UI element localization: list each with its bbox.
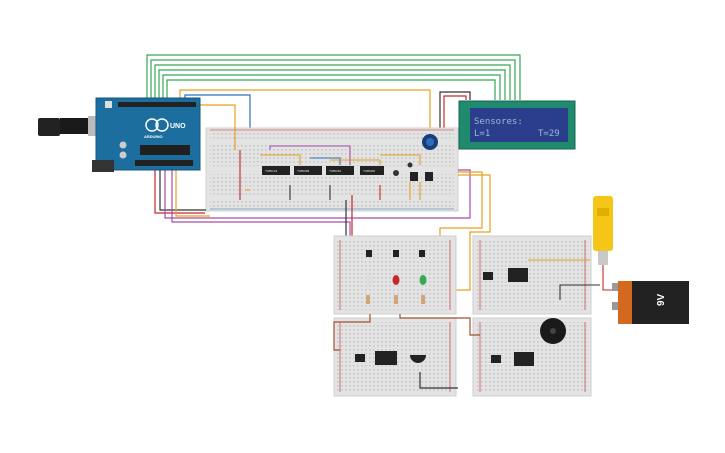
relay [508,268,528,282]
photoresistor-icon [410,355,426,363]
transistor [425,172,433,181]
red-led-icon [392,275,400,285]
battery-9v[interactable]: 9V [612,281,689,324]
lcd-line-1: Sensores: [474,117,523,127]
chip-74hc00 [360,166,384,175]
microcontroller [140,145,190,155]
relay [375,351,397,365]
lcd-line-2-right: T=29 [538,129,560,139]
resistor [366,295,370,304]
transistor [393,250,399,257]
digital-header [118,102,196,107]
arduino-model-label: UNO [170,123,186,130]
arduino-logo-icon [145,118,159,132]
chip-label: 74HC14 [265,169,277,173]
chip-label: 74HC08 [297,169,309,173]
chip-74hc32 [326,166,354,175]
resistor [394,295,398,304]
transistor [483,272,493,280]
sensor [393,170,399,176]
capacitor [119,141,127,149]
chip-label: 74HC00 [363,169,375,173]
transistor [419,250,425,257]
reset-button [105,101,112,108]
battery-label: 9V [656,293,667,306]
resistor [421,295,425,304]
lcd-data-wires[interactable] [146,54,521,150]
transistor [355,354,365,362]
transistor [410,172,418,181]
green-led-icon [419,275,427,285]
arduino-brand-label: ARDUINO [144,134,163,139]
long-wires[interactable] [154,104,491,291]
relay [514,352,534,366]
white-led-icon [365,275,373,285]
chip-74hc14 [262,166,290,175]
lcd-display: Sensores: L=1 T=29 [458,100,576,150]
logic-chips[interactable]: 74HC14 74HC08 74HC32 74HC00 [262,162,433,182]
breadboard-wires[interactable] [239,145,421,200]
usb-cable [38,118,60,136]
buzzer-circuit[interactable] [399,314,566,366]
transistor [366,250,372,257]
led-group[interactable] [365,250,427,304]
power-jack [92,160,114,172]
lcd-line-2-left: L=1 [474,129,490,139]
sensor [407,162,413,168]
potentiometer[interactable] [422,134,438,150]
transistor [491,355,501,363]
main-breadboard [205,127,459,212]
chip-label: 74HC32 [329,169,341,173]
analog-header [135,160,193,166]
chip-74hc08 [294,166,322,175]
capacitor [119,151,127,159]
motor-icon [593,196,613,251]
relay-left[interactable] [333,314,458,389]
motor-driver[interactable] [483,259,600,300]
arduino-uno-board[interactable]: UNO ARDUINO [38,97,201,172]
dc-motor[interactable] [593,196,613,291]
